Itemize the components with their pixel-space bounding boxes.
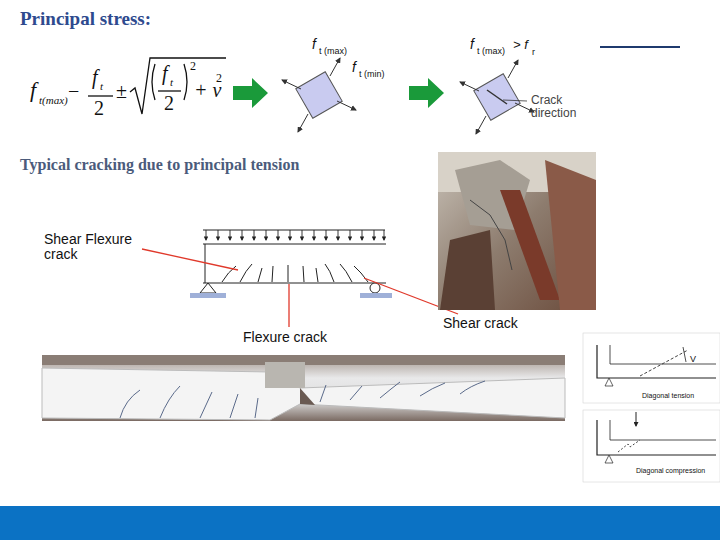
formula-strokes — [88, 58, 226, 114]
green-arrow — [233, 78, 268, 108]
formula-symbol: t — [100, 80, 103, 92]
cracked-element — [460, 60, 534, 134]
stress-element — [282, 58, 356, 132]
green-arrow — [409, 78, 444, 108]
diagram-caption: Diagonal compression — [636, 467, 705, 475]
damage-photo — [438, 152, 596, 310]
failure-diagram — [583, 333, 720, 482]
stress-label: t (min) — [359, 70, 385, 80]
beam-schematic — [203, 230, 386, 283]
slide-title: Principal stress: — [20, 9, 151, 30]
diagram-caption: Diagonal tension — [642, 392, 694, 400]
crack-note: Crack direction — [531, 94, 591, 120]
formula-symbol: t(max) — [39, 94, 68, 106]
stress-label: t (max) — [477, 47, 505, 57]
stress-label: t (max) — [319, 47, 347, 57]
stress-label: f — [312, 37, 316, 52]
stress-label: > f — [513, 38, 528, 52]
force-label: V — [690, 355, 696, 365]
formula-symbol: 2 — [94, 97, 104, 119]
footer-band — [0, 506, 720, 540]
stress-label: f — [470, 37, 474, 52]
formula-symbol: ± — [116, 80, 127, 102]
callout-label: Flexure crack — [243, 330, 327, 345]
formula-symbol: f — [30, 78, 36, 102]
callout-label: Shear Flexure crack — [44, 232, 144, 263]
stress-label: f — [352, 60, 356, 75]
formula-symbol: t — [170, 76, 173, 88]
callout-label: Shear crack — [443, 316, 518, 331]
formula-symbol: − — [68, 80, 79, 102]
formula-symbol: f — [162, 62, 168, 84]
formula-symbol: f — [92, 66, 98, 88]
formula-symbol: 2 — [190, 60, 196, 73]
formula-symbol: 2 — [164, 92, 174, 114]
beam-supports — [190, 283, 392, 298]
formula-symbol: 2 — [216, 72, 222, 85]
leader-line — [142, 249, 458, 327]
beam-test-photo — [42, 355, 565, 421]
stress-label: r — [532, 48, 535, 58]
header-rule — [600, 46, 680, 48]
section-heading: Typical cracking due to principal tensio… — [20, 156, 299, 174]
